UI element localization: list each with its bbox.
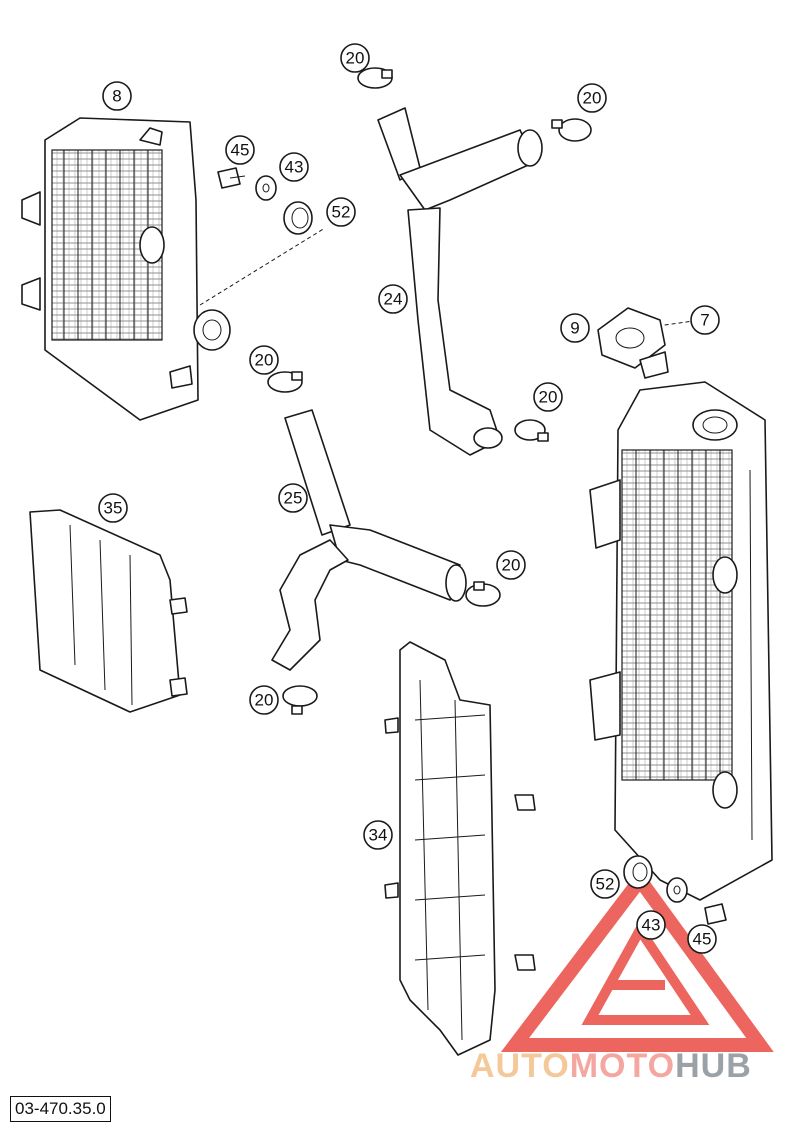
callout-20: 20 [249,685,279,715]
callout-20: 20 [249,345,279,375]
svg-text:43: 43 [285,158,304,177]
watermark-part-1: AUTO [470,1047,570,1085]
hose-clamp-4 [514,419,549,442]
svg-text:45: 45 [231,141,250,160]
callout-35: 35 [98,493,128,523]
watermark-brand: AUTOMOTOHUB [470,1047,752,1086]
svg-text:52: 52 [332,203,351,222]
callout-20: 20 [340,43,370,73]
watermark-part-2: MOTO [569,1047,676,1085]
svg-text:20: 20 [583,89,602,108]
callout-20: 20 [496,550,526,580]
callout-8: 8 [102,81,132,111]
callout-25: 25 [278,483,308,513]
svg-text:7: 7 [700,311,709,330]
callout-43: 43 [636,910,666,940]
svg-text:20: 20 [539,388,558,407]
svg-text:35: 35 [104,499,123,518]
lower-hose-part [271,409,467,671]
svg-text:20: 20 [255,351,274,370]
svg-text:20: 20 [502,556,521,575]
callout-52: 52 [326,197,356,227]
hose-clamp-3 [267,371,303,393]
callout-52: 52 [590,869,620,899]
document-number: 03-470.35.0 [10,1096,111,1122]
svg-text:52: 52 [596,875,615,894]
svg-text:43: 43 [642,916,661,935]
svg-text:24: 24 [384,290,403,309]
right-radiator-part [589,381,773,901]
callout-34: 34 [363,820,393,850]
svg-text:20: 20 [255,691,274,710]
leader-line [629,319,701,331]
svg-text:34: 34 [369,826,388,845]
hose-clamp-1 [357,67,393,89]
watermark-part-3: HUB [675,1047,752,1085]
left-radiator-part [21,117,231,421]
callout-20: 20 [533,382,563,412]
callout-9: 9 [560,313,590,343]
svg-text:9: 9 [570,319,579,338]
hose-clamp-6 [282,685,318,715]
svg-text:25: 25 [284,489,303,508]
callout-24: 24 [378,284,408,314]
svg-text:8: 8 [112,87,121,106]
watermark-logo-icon [500,868,774,1052]
callout-43: 43 [279,152,309,182]
callout-45: 45 [225,135,255,165]
bolt-washer-grommet-bottom [623,855,727,925]
svg-text:45: 45 [693,930,712,949]
left-radiator-guard-part [29,509,188,713]
callout-45: 45 [687,924,717,954]
leader-line [199,227,326,306]
hose-clamp-5 [465,581,501,607]
hose-clamp-2 [551,118,592,142]
upper-hose-part [377,107,543,456]
callout-20: 20 [577,83,607,113]
right-radiator-guard-part [384,641,536,1056]
radiator-cap-part [597,307,669,379]
callout-7: 7 [690,305,720,335]
svg-text:20: 20 [346,49,365,68]
bolt-washer-grommet-top [217,167,313,235]
